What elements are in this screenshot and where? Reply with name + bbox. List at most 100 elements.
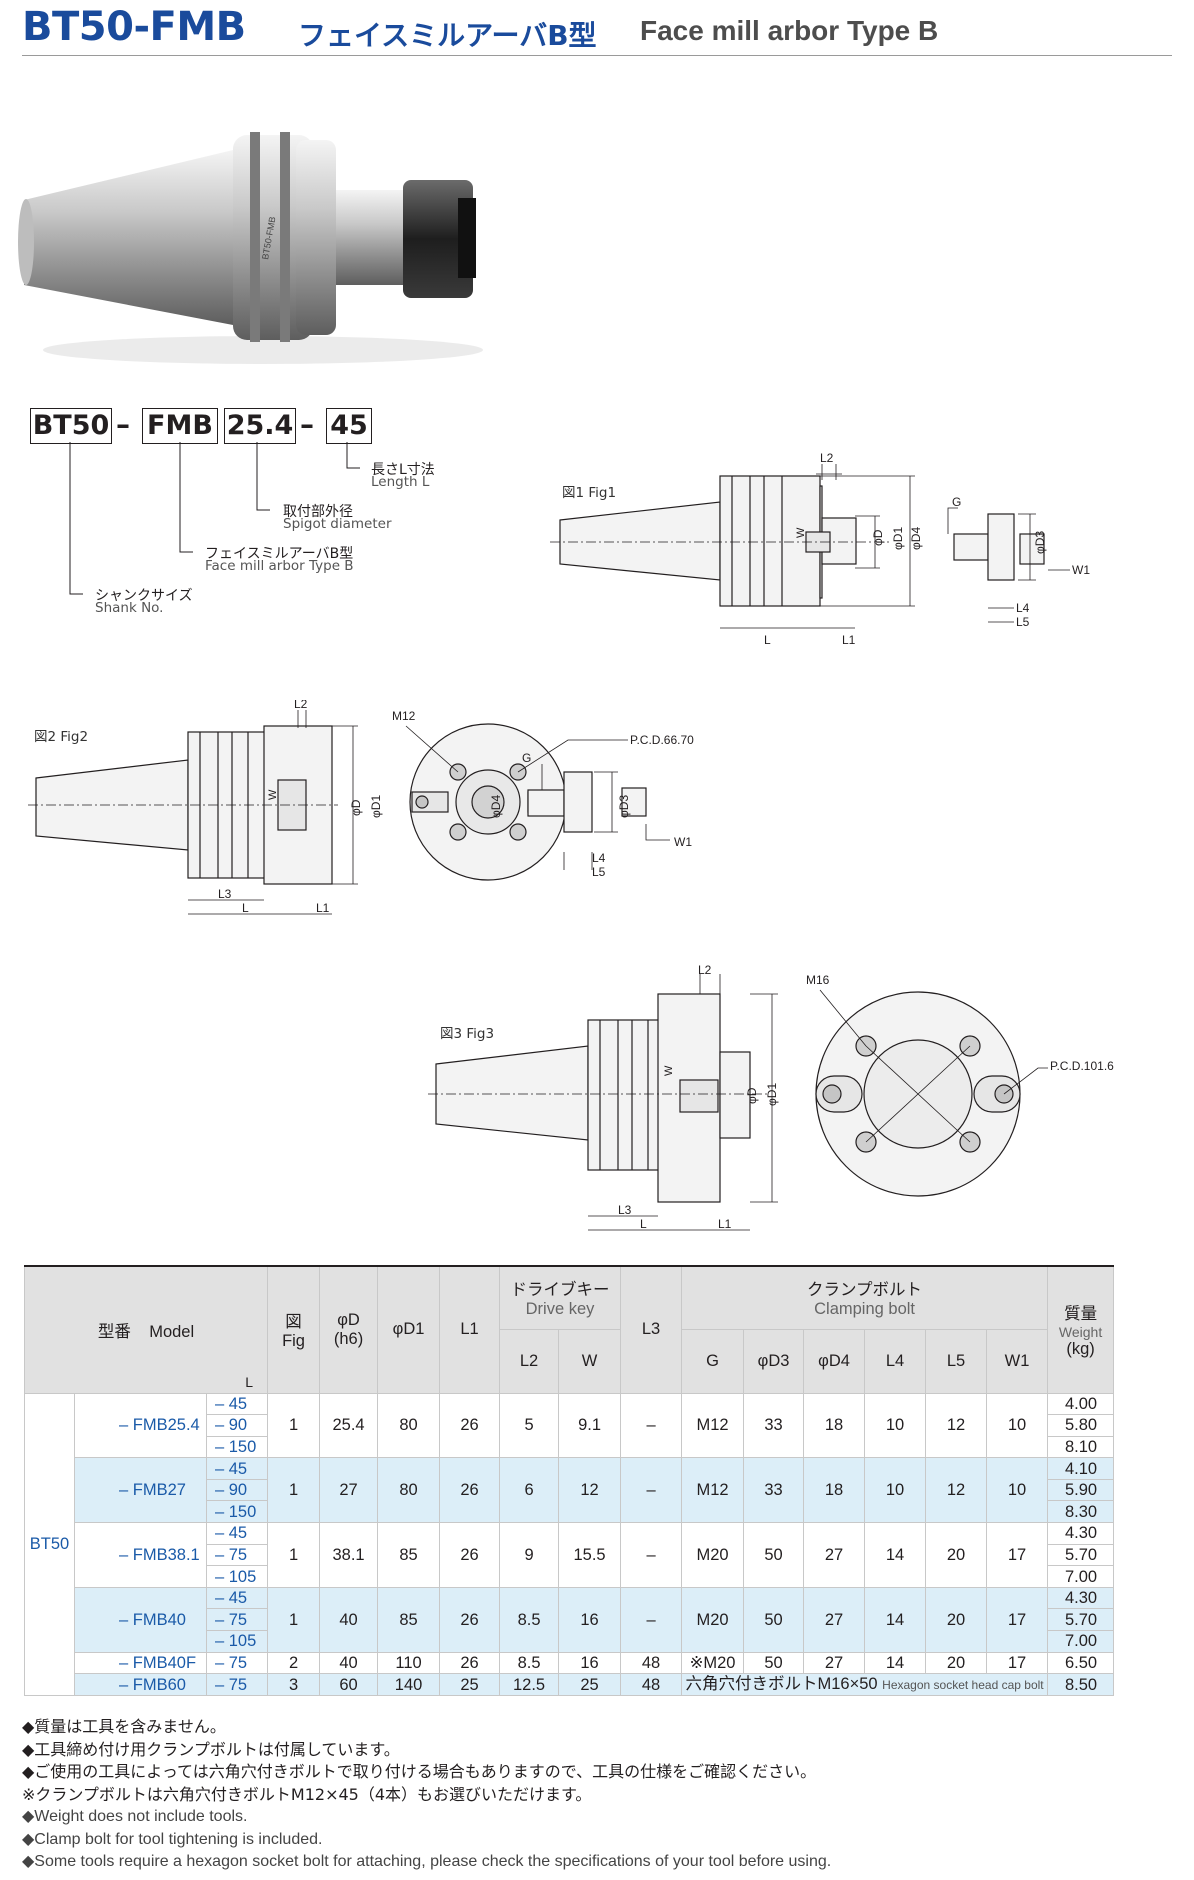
th-model-jp: 型番 <box>97 1322 131 1341</box>
weight-cell: 5.70 <box>1047 1608 1115 1632</box>
l2-cell: 9 <box>499 1522 560 1588</box>
l3-cell: – <box>620 1522 683 1588</box>
fig2-dim-l3: L3 <box>218 887 232 901</box>
code-label-type-jp: フェイスミルアーバB型 <box>205 546 354 562</box>
code-label-spigot-jp: 取付部外径 <box>283 504 353 520</box>
fig3-drawing: L2 W φD φD1 L3 L L1 M16 P.C.D.101.6 <box>428 964 1114 1231</box>
th-clamp-en: Clamping bolt <box>814 1300 915 1319</box>
th-weight-jp: 質量 <box>1064 1305 1098 1324</box>
g-cell: M12 <box>681 1457 745 1524</box>
d3-cell: 50 <box>743 1586 805 1653</box>
weight-cell: 5.90 <box>1047 1478 1115 1502</box>
note-item: ◆Some tools require a hexagon socket bol… <box>22 1853 832 1870</box>
l5-cell: 12 <box>925 1457 988 1524</box>
d1-cell: 85 <box>377 1522 441 1588</box>
w1-cell: 17 <box>986 1651 1049 1675</box>
th-l3: L3 <box>620 1265 683 1394</box>
fig3-dim-m16: M16 <box>806 973 830 987</box>
l1-cell: 25 <box>439 1673 501 1697</box>
l1-cell: 26 <box>439 1457 501 1524</box>
length-cell: – 75 <box>205 1673 269 1697</box>
th-fig-en: Fig <box>282 1332 305 1351</box>
length-cell: – 45 <box>205 1586 269 1610</box>
code-label-spigot-en: Spigot diameter <box>283 516 392 532</box>
fig1-dim-l5: L5 <box>1016 615 1030 629</box>
d3-cell: 50 <box>743 1651 805 1675</box>
length-cell: – 105 <box>205 1630 269 1653</box>
th-l: L <box>245 1373 254 1390</box>
l1-cell: 26 <box>439 1651 501 1675</box>
fig1-dim-d3: φD3 <box>1033 531 1047 554</box>
th-model: 型番 Model L <box>23 1265 269 1394</box>
page-title-en: Face mill arbor Type B <box>640 15 939 46</box>
code-label-length-en: Length L <box>371 474 430 490</box>
bolt-note-cell: 六角穴付きボルトM16×50 Hexagon socket head cap b… <box>681 1673 1049 1697</box>
fig2-dim-l: L <box>242 901 249 915</box>
code-type: FMB <box>142 408 218 444</box>
w-cell: 12 <box>558 1457 622 1524</box>
code-dash: – <box>300 408 314 441</box>
th-clamp-bolt: クランプボルト Clamping bolt <box>681 1265 1049 1330</box>
weight-cell: 8.30 <box>1047 1500 1115 1524</box>
fig1-dim-l1: L1 <box>842 633 856 647</box>
l4-cell: 14 <box>864 1586 927 1653</box>
th-drive-en: Drive key <box>525 1300 595 1319</box>
weight-cell: 4.30 <box>1047 1522 1115 1545</box>
d4-cell: 27 <box>803 1586 866 1653</box>
code-dash: – <box>116 408 130 441</box>
page-title-jp: フェイスミルアーバB型 <box>298 19 597 52</box>
product-photo: BT50-FMB <box>18 132 483 364</box>
l1-cell: 26 <box>439 1392 501 1459</box>
l4-cell: 10 <box>864 1392 927 1459</box>
code-length: 45 <box>326 408 372 444</box>
weight-cell: 4.10 <box>1047 1457 1115 1480</box>
note-item: ◆工具締め付け用クランプボルトは付属しています。 <box>22 1739 400 1759</box>
th-fig-jp: 図 <box>285 1313 302 1332</box>
th-weight-unit: (kg) <box>1066 1340 1095 1359</box>
fig2-dim-w1: W1 <box>674 835 692 849</box>
th-w1: W1 <box>986 1328 1049 1394</box>
fig1-dim-d1: φD1 <box>891 527 905 550</box>
fig2-dim-m12: M12 <box>392 709 416 723</box>
fig1-dim-l4: L4 <box>1016 601 1030 615</box>
code-label-length-jp: 長さL寸法 <box>371 462 435 478</box>
model-cell: – FMB38.1 <box>74 1522 207 1588</box>
l3-cell: – <box>620 1586 683 1653</box>
notes: ◆質量は工具を含みません。 ◆工具締め付け用クランプボルトは付属しています。 ◆… <box>22 1716 1172 1874</box>
fig2-dim-l1: L1 <box>316 901 330 915</box>
w1-cell: 10 <box>986 1457 1049 1524</box>
d4-cell: 27 <box>803 1651 866 1675</box>
w-cell: 16 <box>558 1651 622 1675</box>
weight-cell: 5.80 <box>1047 1414 1115 1437</box>
l4-cell: 10 <box>864 1457 927 1524</box>
w1-cell: 17 <box>986 1586 1049 1653</box>
d3-cell: 33 <box>743 1457 805 1524</box>
g-cell: M20 <box>681 1586 745 1653</box>
l1-cell: 26 <box>439 1586 501 1653</box>
fig2-dim-pcd: P.C.D.66.70 <box>630 733 694 747</box>
d-cell: 25.4 <box>319 1392 379 1459</box>
length-cell: – 45 <box>205 1392 269 1416</box>
th-l2: L2 <box>499 1328 560 1394</box>
l5-cell: 20 <box>925 1522 988 1588</box>
bolt-note-jp: 六角穴付きボルトM16×50 <box>685 1675 878 1694</box>
th-clamp-jp: クランプボルト <box>807 1281 923 1300</box>
fig2-title: 図2 Fig2 <box>34 729 89 745</box>
d-cell: 38.1 <box>319 1522 379 1588</box>
weight-cell: 5.70 <box>1047 1543 1115 1567</box>
length-cell: – 105 <box>205 1565 269 1588</box>
length-cell: – 150 <box>205 1500 269 1524</box>
model-cell: – FMB40 <box>74 1586 207 1653</box>
fig2-dim-d3: φD3 <box>617 795 631 818</box>
fig-cell: 3 <box>267 1673 321 1697</box>
l4-cell: 14 <box>864 1651 927 1675</box>
th-drive-jp: ドライブキー <box>510 1281 610 1300</box>
fig1-dim-l: L <box>764 633 771 647</box>
th-l1: L1 <box>439 1265 501 1394</box>
